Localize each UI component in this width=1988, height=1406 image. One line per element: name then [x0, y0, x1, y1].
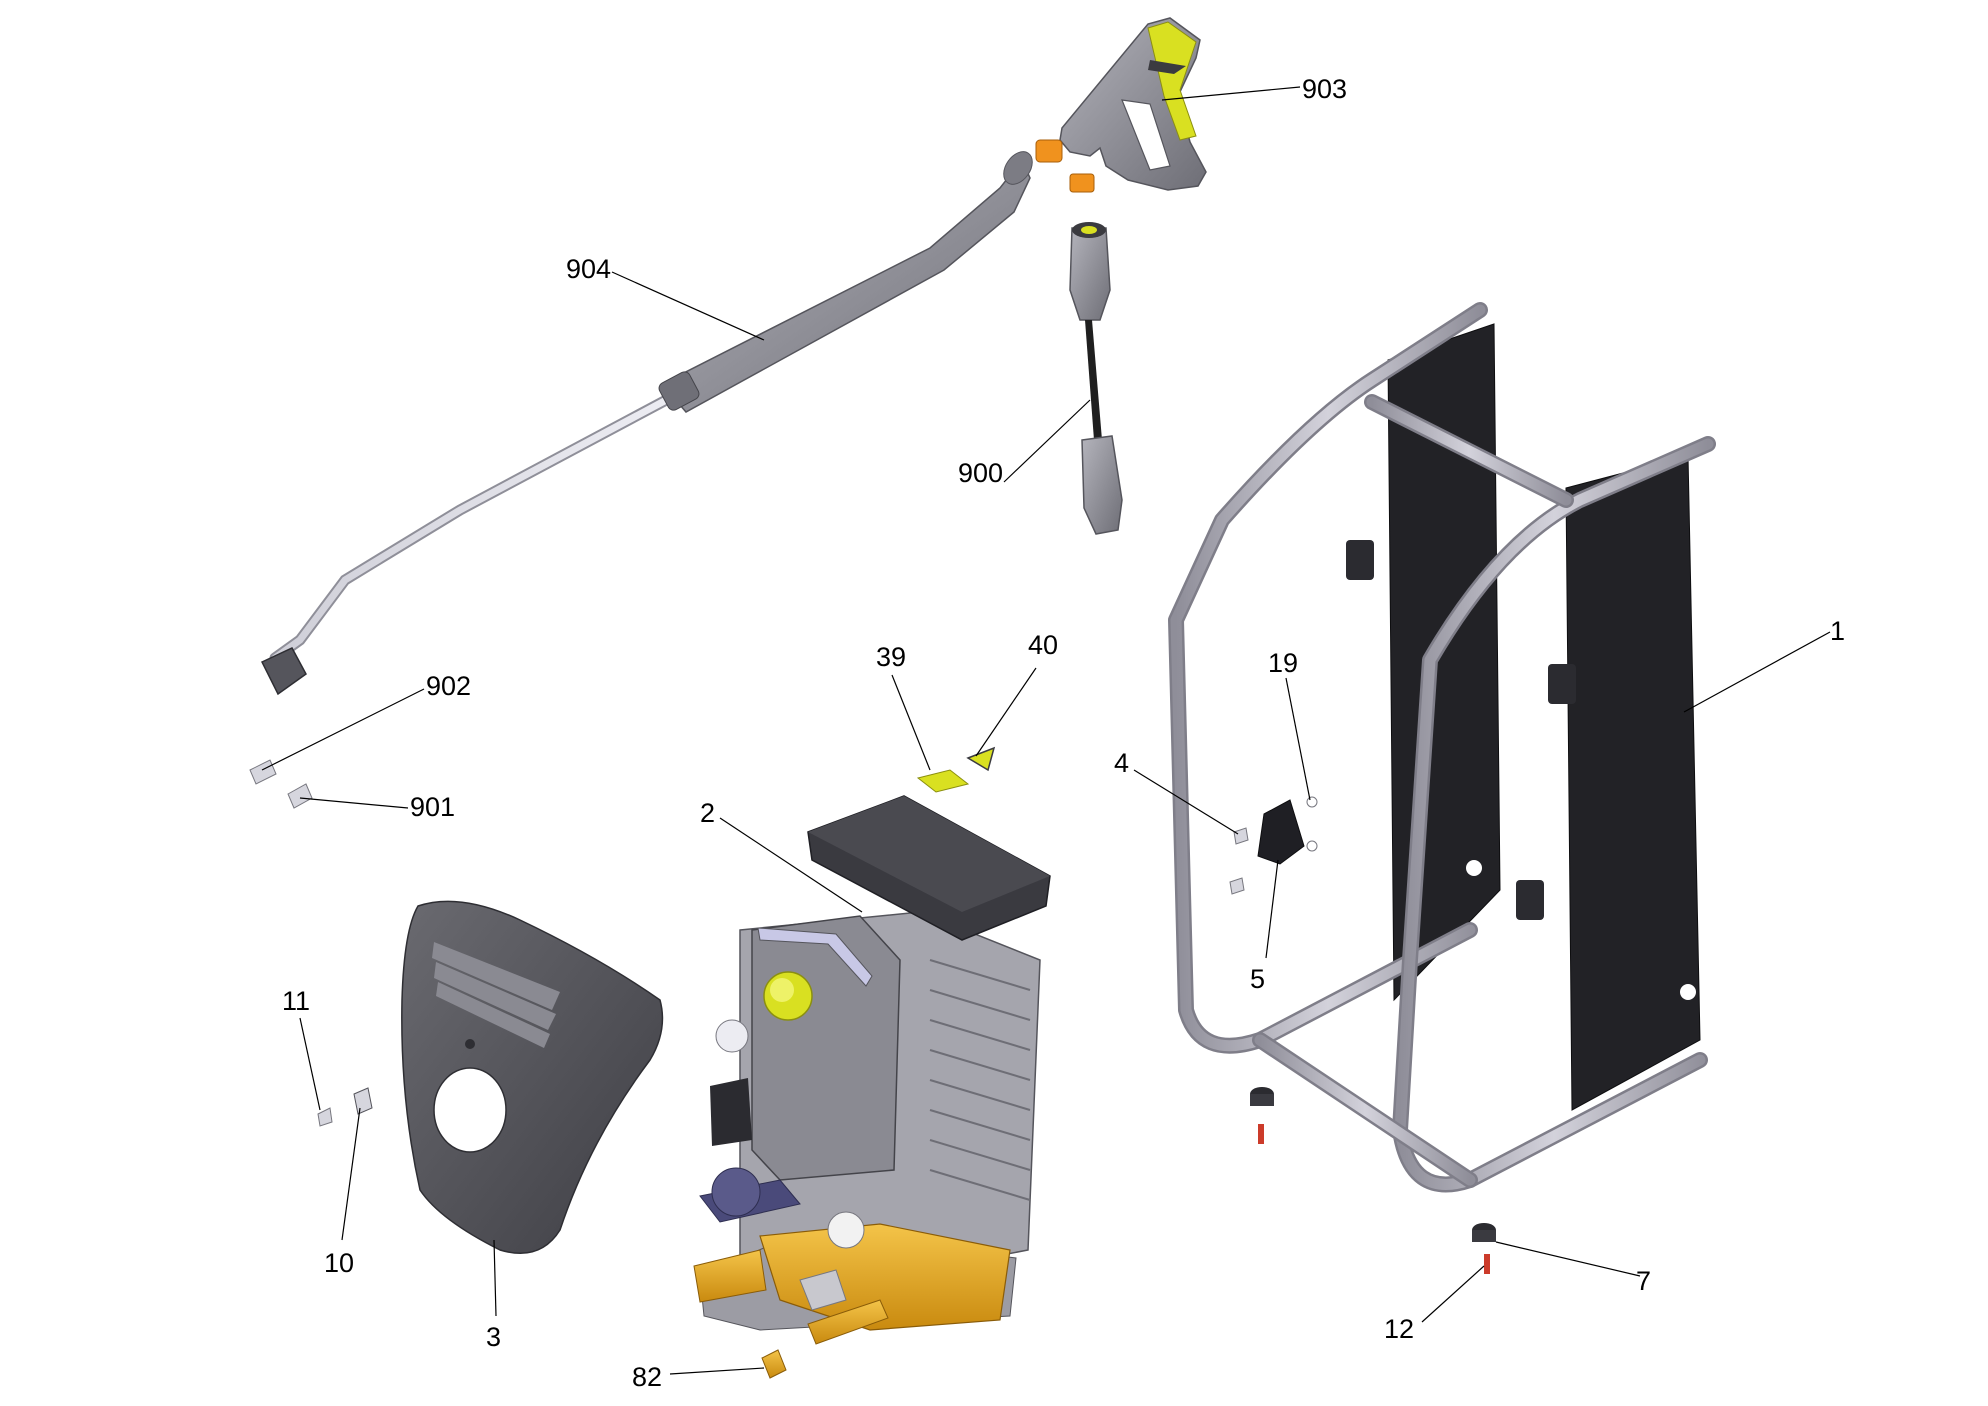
- clip-10-part: [353, 1087, 373, 1115]
- sticker-40-part: [966, 746, 996, 772]
- leader-902: [261, 688, 425, 771]
- callout-39: 39: [876, 642, 906, 672]
- leader-12: [1421, 1265, 1485, 1323]
- callout-3: 3: [486, 1322, 501, 1352]
- leader-900: [1003, 399, 1091, 483]
- callout-903: 903: [1302, 74, 1347, 104]
- leader-10: [341, 1107, 361, 1241]
- washer-19-part: [1306, 796, 1318, 852]
- screw-11-part: [317, 1107, 333, 1127]
- leader-82: [669, 1367, 765, 1375]
- leader-904: [611, 271, 765, 341]
- callout-labels: 903 904 900 902 901 39 40 1 19 4 2 5 11 …: [282, 74, 1845, 1392]
- foot-7-part: [1250, 1087, 1496, 1242]
- engine-pump-unit-part: [693, 795, 1051, 1345]
- callout-1: 1: [1830, 616, 1845, 646]
- frame-part: [1168, 302, 1716, 1193]
- callout-4: 4: [1114, 748, 1129, 778]
- nozzle-901-part: [287, 783, 313, 809]
- callout-5: 5: [1250, 964, 1265, 994]
- callout-7: 7: [1636, 1266, 1651, 1296]
- callout-19: 19: [1268, 648, 1298, 678]
- leader-3: [493, 1239, 497, 1317]
- callout-2: 2: [700, 798, 715, 828]
- leader-4: [1133, 769, 1239, 835]
- sticker-39-part: [916, 769, 970, 793]
- front-cover-part: [401, 900, 664, 1254]
- screw-12-part: [1258, 1124, 1490, 1274]
- leader-901: [299, 797, 409, 809]
- callout-902: 902: [426, 671, 471, 701]
- leader-2: [719, 817, 863, 913]
- callout-82: 82: [632, 1362, 662, 1392]
- leader-7: [1495, 1241, 1641, 1277]
- leader-39: [891, 674, 931, 771]
- fitting-82-part: [761, 1349, 787, 1379]
- leader-11: [299, 1017, 321, 1111]
- trigger-gun-part: [1035, 17, 1207, 193]
- callout-904: 904: [566, 254, 611, 284]
- spray-lance-part: [260, 151, 1033, 696]
- leader-1: [1683, 631, 1831, 713]
- leader-lines: [261, 86, 1831, 1375]
- callout-901: 901: [410, 792, 455, 822]
- screw-4-part: [1229, 827, 1249, 895]
- callout-10: 10: [324, 1248, 354, 1278]
- leader-903: [1161, 86, 1301, 101]
- leader-19: [1285, 677, 1311, 801]
- callout-900: 900: [958, 458, 1003, 488]
- leader-5: [1265, 859, 1279, 959]
- leader-40: [975, 667, 1037, 757]
- hose-connector-part: [1069, 222, 1123, 535]
- callout-11: 11: [282, 986, 310, 1016]
- callout-12: 12: [1384, 1314, 1414, 1344]
- bracket-5-part: [1257, 799, 1305, 865]
- callout-40: 40: [1028, 630, 1058, 660]
- nozzle-902-part: [249, 759, 277, 785]
